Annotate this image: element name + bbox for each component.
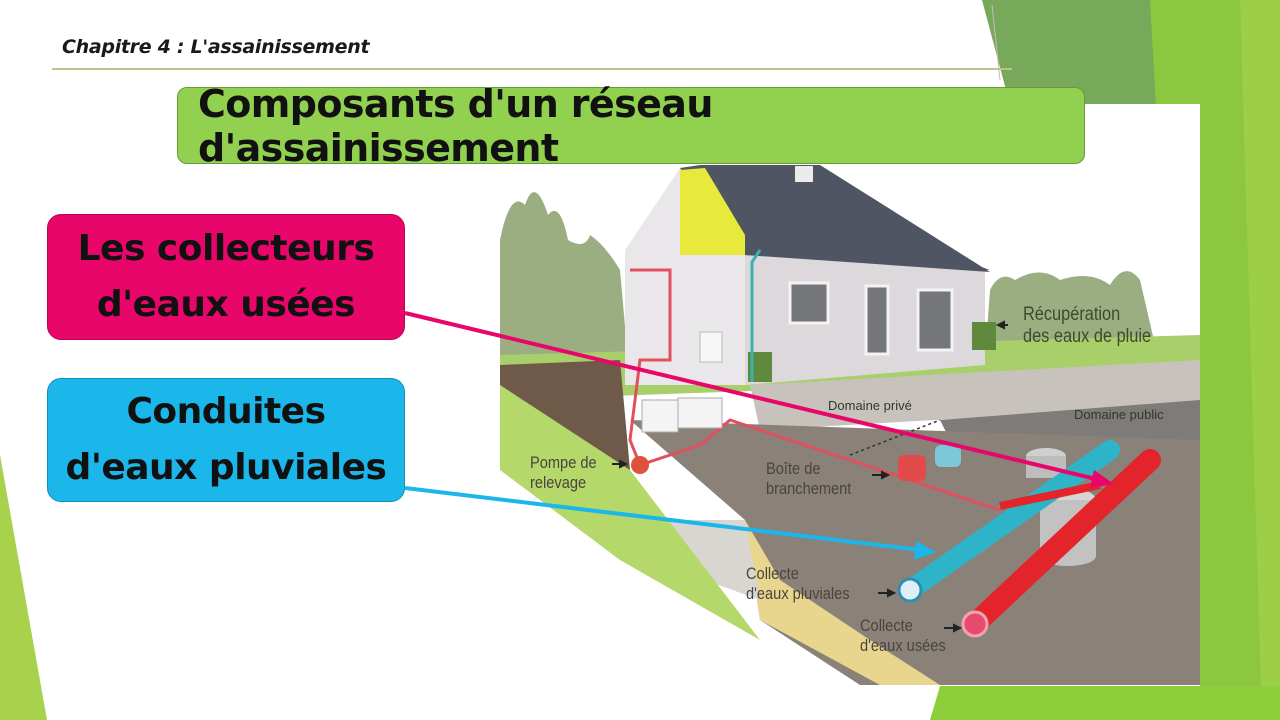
chimney: [795, 166, 813, 182]
label-line: branchement: [766, 479, 852, 498]
chapter-heading: Chapitre 4 : L'assainissement: [62, 36, 370, 58]
roof-main: [700, 165, 990, 272]
label-line: Boîte de: [766, 459, 821, 478]
storm-box: [935, 445, 961, 467]
label-line: Collecte: [860, 616, 913, 635]
label-line: des eaux de pluie: [1023, 326, 1152, 347]
hedge-left: [500, 192, 628, 360]
callout-line: d'eaux usées: [96, 284, 356, 325]
bottom-green-band: [930, 686, 1280, 720]
callout-line: d'eaux pluviales: [65, 447, 387, 488]
callout-text: Les collecteurs d'eaux usées: [78, 221, 375, 333]
wastewater-main-pipe: [964, 449, 1161, 635]
trench-wall: [745, 520, 940, 685]
label-line: d'eaux usées: [860, 636, 946, 655]
label-domaine-public: Domaine public: [1074, 407, 1164, 422]
window-1: [788, 281, 830, 325]
slide-title: Composants d'un réseau d'assainissement: [198, 81, 713, 170]
chapter-divider: [52, 68, 1012, 70]
callout-line: Conduites: [126, 391, 326, 432]
label-line: Collecte: [746, 564, 799, 583]
sink-unit: [677, 397, 723, 429]
label-collecte-eaux-pluviales: Collecte d'eaux pluviales: [746, 564, 850, 604]
door: [864, 284, 890, 356]
sanitation-network-illustration: Récupération des eaux de pluie Domaine p…: [484, 104, 1200, 686]
right-light-green-shape: [1240, 0, 1280, 720]
callout-collecteurs-eaux-usees: Les collecteurs d'eaux usées: [47, 214, 405, 340]
attic-yellow: [680, 168, 745, 255]
label-recuperation-eaux-pluie: Récupération des eaux de pluie: [1023, 304, 1151, 348]
label-pompe-relevage: Pompe de relevage: [530, 453, 597, 493]
label-collecte-eaux-usees: Collecte d'eaux usées: [860, 616, 946, 656]
washing-machine: [641, 399, 679, 433]
label-line: Pompe de: [530, 453, 597, 472]
window-2: [916, 288, 954, 352]
pompe-relevage: [631, 456, 649, 474]
label-domaine-prive: Domaine privé: [828, 398, 912, 413]
label-line: Récupération: [1023, 304, 1121, 325]
callout-line: Les collecteurs: [77, 228, 375, 269]
slide-title-box: Composants d'un réseau d'assainissement: [177, 82, 1085, 170]
label-line: relevage: [530, 473, 587, 492]
callout-text: Conduites d'eaux pluviales: [66, 384, 387, 496]
rain-barrel-2: [972, 322, 996, 350]
boite-branchement: [898, 455, 926, 481]
label-boite-branchement: Boîte de branchement: [766, 459, 851, 499]
label-line: d'eaux pluviales: [746, 584, 850, 603]
left-green-shape: [0, 455, 47, 720]
callout-conduites-eaux-pluviales: Conduites d'eaux pluviales: [47, 378, 405, 502]
toilet: [699, 331, 723, 363]
